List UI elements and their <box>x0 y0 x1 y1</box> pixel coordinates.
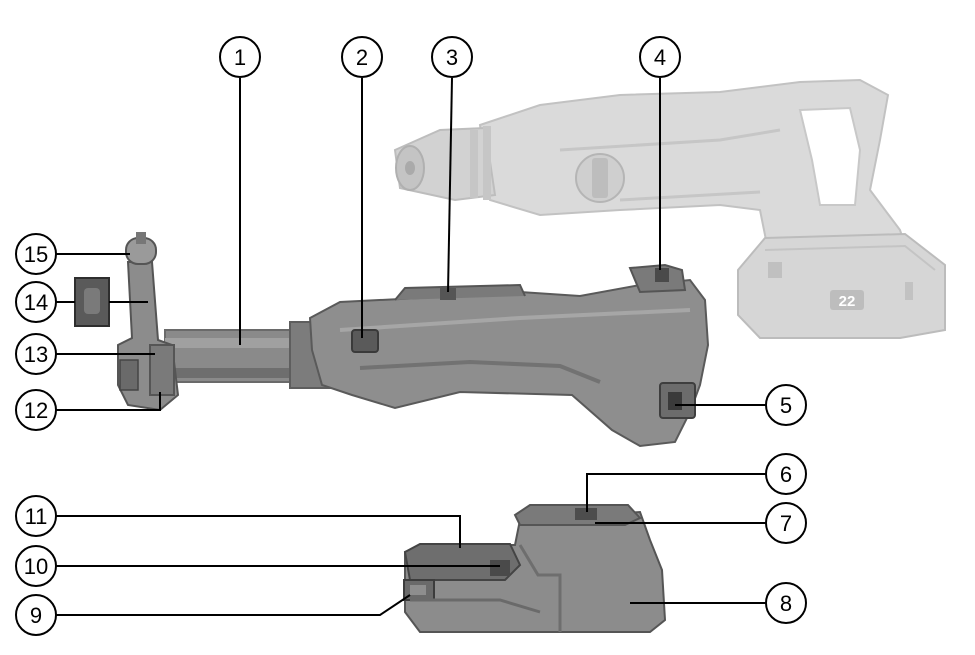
callout-circle <box>765 502 807 544</box>
callout-6: 6 <box>765 453 807 495</box>
callout-circle <box>431 36 473 78</box>
callout-number-8: 8 <box>780 591 792 616</box>
callout-1: 1 <box>219 36 261 78</box>
callout-9: 9 <box>15 594 57 636</box>
chuck-bit-hole <box>405 161 415 175</box>
callout-4: 4 <box>639 36 681 78</box>
callout-8: 8 <box>765 582 807 624</box>
leader-line-3 <box>447 77 453 293</box>
callout-circle <box>765 453 807 495</box>
callout-circle <box>15 233 57 275</box>
callout-number-9: 9 <box>30 603 42 628</box>
callout-5: 5 <box>765 384 807 426</box>
battery-indicator <box>905 282 913 300</box>
battery-badge-text: 22 <box>839 293 856 310</box>
callout-circle <box>15 281 57 323</box>
callout-13: 13 <box>15 333 57 375</box>
drill-body <box>478 78 912 261</box>
callout-circle <box>15 545 57 587</box>
module-release <box>490 560 510 576</box>
callout-circle <box>15 389 57 431</box>
top-rail <box>394 283 526 301</box>
callout-number-10: 10 <box>24 554 48 579</box>
guide-latch <box>440 288 456 300</box>
leader-lines <box>56 77 766 616</box>
leader-line-9 <box>56 594 411 616</box>
callout-circle <box>341 36 383 78</box>
battery-release-button <box>768 262 782 278</box>
callout-number-1: 1 <box>234 45 246 70</box>
callout-3: 3 <box>431 36 473 78</box>
dial-grip <box>592 158 608 198</box>
callout-7: 7 <box>765 502 807 544</box>
callout-10: 10 <box>15 545 57 587</box>
drill-body-stripe <box>619 190 761 202</box>
callout-number-2: 2 <box>356 45 368 70</box>
module-body-edge <box>518 544 562 632</box>
leader-line-12 <box>56 392 161 411</box>
leader-line-6 <box>586 473 766 512</box>
callout-circle <box>15 594 57 636</box>
suction-cup-top <box>136 232 146 244</box>
callout-circle <box>219 36 261 78</box>
battery-seam <box>764 244 936 271</box>
callout-number-3: 3 <box>446 45 458 70</box>
battery-badge <box>830 290 864 310</box>
callout-number-5: 5 <box>780 393 792 418</box>
module-bottom-edge <box>410 598 541 614</box>
drill-body-stripe <box>559 128 781 152</box>
chuck-ring <box>483 126 491 200</box>
housing-groove <box>359 359 601 384</box>
leader-line-11 <box>56 515 461 548</box>
housing-ridge <box>339 308 691 332</box>
tube-shadow <box>165 368 325 378</box>
head-ring <box>149 344 175 396</box>
callout-circle <box>15 333 57 375</box>
inset-detail-button <box>84 288 100 314</box>
drill-battery <box>737 232 946 339</box>
callout-2: 2 <box>341 36 383 78</box>
rotary-hammer-drill: 22 <box>393 78 946 339</box>
callout-number-14: 14 <box>24 290 48 315</box>
callout-11: 11 <box>15 495 57 537</box>
chuck-ring <box>470 130 478 198</box>
release-button <box>351 329 379 353</box>
module-socket-slot <box>668 392 682 410</box>
callout-number-15: 15 <box>24 242 48 267</box>
callout-number-7: 7 <box>780 511 792 536</box>
callout-number-12: 12 <box>24 398 48 423</box>
callout-14: 14 <box>15 281 57 323</box>
dust-module <box>403 504 667 633</box>
callout-circle <box>15 495 57 537</box>
callout-number-13: 13 <box>24 342 48 367</box>
coupling-contact <box>575 508 597 520</box>
callout-circle <box>765 582 807 624</box>
tube-highlight <box>165 338 325 348</box>
callout-circle <box>765 384 807 426</box>
callout-circle <box>639 36 681 78</box>
depth-lock <box>119 359 139 391</box>
callout-number-4: 4 <box>654 45 666 70</box>
connector-slot <box>655 268 669 282</box>
callout-number-11: 11 <box>25 504 48 529</box>
callout-12: 12 <box>15 389 57 431</box>
dust-removal-attachment <box>74 232 710 448</box>
callout-15: 15 <box>15 233 57 275</box>
callout-number-6: 6 <box>780 462 792 487</box>
drill-handle-opening <box>798 106 862 206</box>
module-latch-grip <box>410 585 426 595</box>
